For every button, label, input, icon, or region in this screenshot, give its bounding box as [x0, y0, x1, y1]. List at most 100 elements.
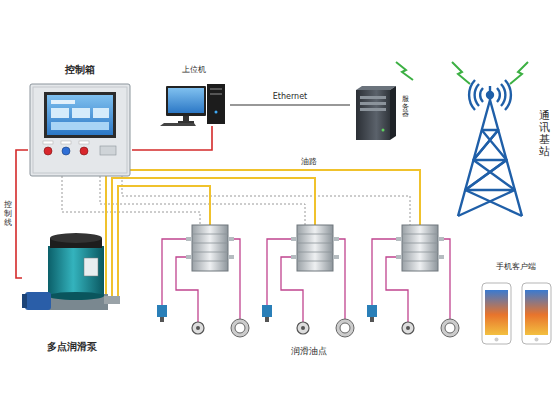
control-cabinet	[62, 147, 70, 155]
server-icon	[360, 108, 386, 111]
pump-illustration	[50, 233, 102, 243]
lubrication-point	[157, 305, 459, 337]
oil-line	[106, 170, 420, 298]
lubrication-point	[367, 305, 459, 337]
pump-illustration	[25, 292, 51, 310]
control-cabinet	[79, 141, 89, 144]
control-cabinet	[61, 141, 71, 144]
lubrication-point	[367, 305, 377, 317]
control-cabinet	[30, 84, 130, 176]
distributor-block	[402, 225, 438, 271]
lubrication-point	[192, 322, 204, 334]
computer-icon	[160, 84, 225, 126]
lubrication-line	[162, 239, 450, 322]
label-holder: 润滑油点	[290, 346, 328, 357]
lubrication-point	[160, 317, 164, 322]
lubrication-point	[340, 323, 350, 333]
lubrication-point	[370, 317, 374, 322]
distributor-block	[291, 255, 297, 259]
phone-icon	[525, 290, 548, 335]
wireless-signal	[510, 62, 528, 84]
node-label: 上位机	[182, 65, 206, 75]
edge-label-holder: 控制线	[3, 201, 13, 227]
control-cabinet	[51, 122, 109, 130]
server: 服务器	[350, 86, 410, 142]
computer-icon	[168, 88, 204, 113]
server-icon	[382, 129, 385, 132]
lubrication-point	[297, 322, 309, 334]
computer-icon	[207, 84, 225, 124]
phone-icon	[485, 290, 508, 335]
distributor-block	[438, 255, 444, 259]
phone-icon	[482, 283, 511, 344]
phone-icon	[522, 283, 551, 344]
tower-icon	[469, 80, 483, 110]
ethernet-link	[230, 104, 350, 105]
pump-illustration	[84, 258, 98, 276]
distributor-block	[333, 237, 339, 241]
signal-line	[62, 176, 200, 226]
signal-line	[62, 176, 410, 226]
base-station: 通讯基站	[445, 60, 553, 220]
control-cabinet	[51, 108, 69, 118]
distributor-block	[186, 225, 234, 271]
control-cabinet	[44, 147, 52, 155]
lubrication-point	[406, 326, 410, 330]
lubrication-point	[196, 326, 200, 330]
signal-line	[122, 176, 410, 226]
server-icon	[356, 90, 390, 140]
pump-illustration	[22, 294, 27, 308]
control-cabinet	[44, 92, 116, 138]
phone-icon	[482, 283, 551, 344]
lubrication-point	[157, 305, 249, 337]
wireless-signal	[396, 62, 413, 80]
lubrication-point	[231, 319, 249, 337]
phone-icon	[495, 338, 499, 342]
pump-illustration	[48, 292, 104, 300]
lubrication-point	[402, 322, 414, 334]
tower-icon	[458, 100, 522, 216]
mobile-client: 手机客户端	[476, 262, 556, 350]
phone-icon	[535, 338, 539, 342]
computer-icon	[166, 86, 206, 116]
wireless-signal	[396, 62, 528, 84]
lubrication-point	[157, 305, 167, 317]
control-cable	[16, 150, 28, 278]
server-icon	[360, 102, 386, 105]
server-icon	[356, 86, 396, 140]
distributor-block	[291, 237, 297, 241]
node-label: 通讯基站	[539, 110, 550, 158]
edge-label: Ethernet	[272, 92, 308, 102]
lubrication-point	[265, 317, 269, 322]
control-cabinet	[33, 87, 127, 173]
distributor-block	[228, 237, 234, 241]
wireless-signal	[452, 62, 470, 84]
server-icon	[360, 96, 386, 99]
node-label: 多点润滑泵	[47, 341, 97, 353]
oil-line	[106, 170, 420, 302]
distributor-block	[333, 255, 339, 259]
edge-label-holder: Ethernet	[272, 92, 308, 102]
control-cabinet	[30, 84, 130, 176]
lubrication-point	[262, 305, 272, 317]
tower-icon	[458, 80, 522, 216]
distributor-block	[186, 225, 444, 271]
lubrication-point	[262, 305, 354, 337]
distributor-block	[396, 255, 402, 259]
lubrication-line	[162, 239, 240, 322]
distributor-block	[297, 234, 333, 261]
control-cabinet	[43, 141, 53, 144]
distributor-block	[396, 237, 402, 241]
distributor-block	[192, 234, 228, 261]
distributor-block	[438, 237, 444, 241]
edge-label: 控制线	[3, 201, 13, 227]
control-cable	[132, 126, 212, 150]
server-icon	[390, 86, 396, 140]
pump-illustration	[48, 246, 104, 296]
distributor-block	[291, 225, 339, 271]
distributor-block	[402, 234, 438, 261]
tower-icon	[487, 92, 493, 98]
